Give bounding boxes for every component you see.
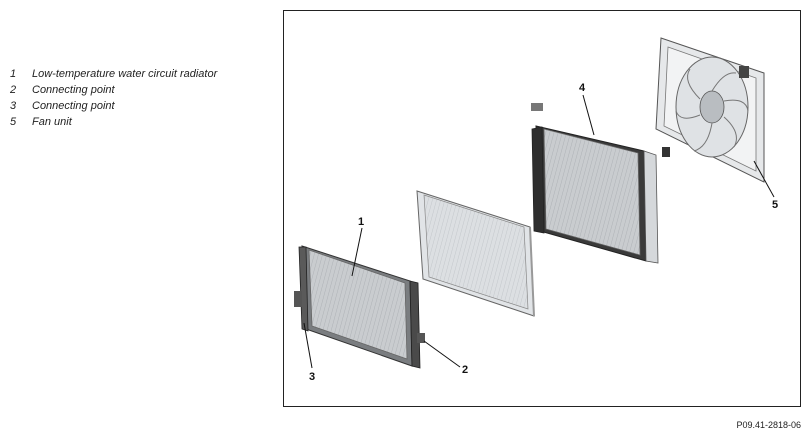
main-radiator <box>531 103 670 264</box>
legend-label: Low-temperature water circuit radiator <box>32 68 218 80</box>
legend-label: Fan unit <box>32 116 72 128</box>
leader-line-4 <box>582 94 595 136</box>
legend-label: Connecting point <box>32 100 115 112</box>
figure-reference-code: P09.41-2818-06 <box>736 420 801 430</box>
callout-1: 1 <box>358 216 364 228</box>
callout-5: 5 <box>772 199 778 211</box>
legend-item: 1 Low-temperature water circuit radiator <box>10 66 217 82</box>
callout-2: 2 <box>462 364 468 376</box>
low-temperature-radiator <box>294 245 425 369</box>
leader-line-2 <box>423 340 461 368</box>
exploded-view-illustration: 1 2 3 4 5 <box>294 37 778 383</box>
fan-unit <box>655 37 765 183</box>
legend-item: 2 Connecting point <box>10 82 217 98</box>
legend-number: 3 <box>10 100 17 112</box>
legend: 1 Low-temperature water circuit radiator… <box>10 66 217 130</box>
leader-line-1 <box>351 227 363 277</box>
legend-number: 1 <box>10 68 17 80</box>
legend-number: 2 <box>10 84 17 96</box>
condenser <box>416 190 535 317</box>
callout-3: 3 <box>309 371 315 383</box>
leader-line-5 <box>753 160 775 198</box>
legend-label: Connecting point <box>32 84 115 96</box>
legend-item: 3 Connecting point <box>10 98 217 114</box>
exploded-view-frame: 1 2 3 4 5 <box>283 10 801 407</box>
leader-line-3 <box>303 322 313 369</box>
legend-item: 5 Fan unit <box>10 114 217 130</box>
callout-4: 4 <box>579 82 586 94</box>
legend-number: 5 <box>10 116 17 128</box>
